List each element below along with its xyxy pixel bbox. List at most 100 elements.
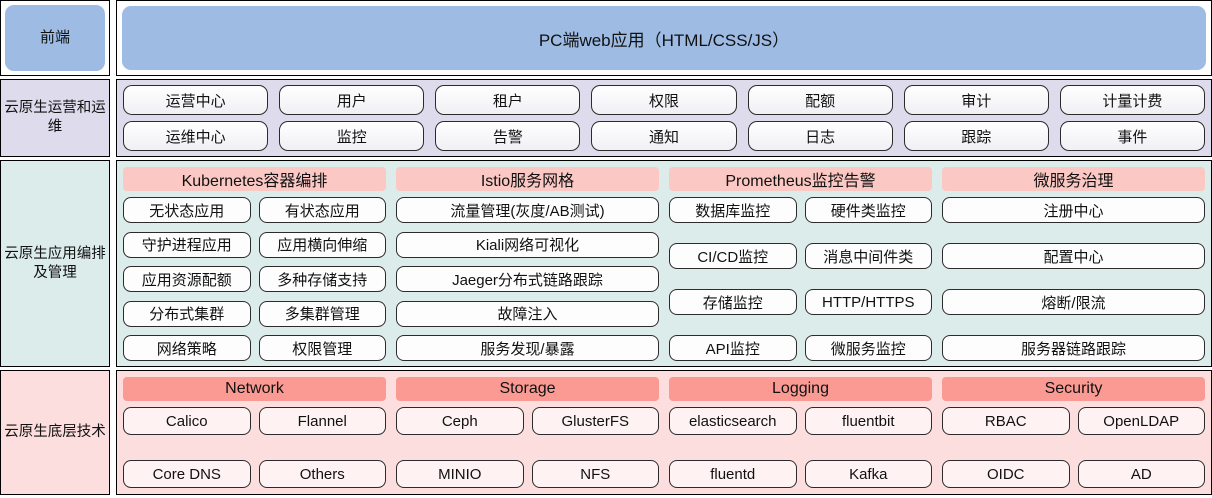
column-body-security: RBAC OpenLDAP OIDC AD — [942, 407, 1205, 488]
capability-item[interactable]: 应用资源配额 — [123, 266, 251, 292]
tech-item[interactable]: fluentbit — [804, 407, 932, 435]
tech-item[interactable]: elasticsearch — [669, 407, 797, 435]
capability-item[interactable]: 硬件类监控 — [804, 197, 932, 223]
ops-item[interactable]: 告警 — [435, 121, 581, 151]
capability-item[interactable]: 服务发现/暴露 — [396, 335, 659, 361]
column-body-kubernetes: 无状态应用 有状态应用 守护进程应用 应用横向伸缩 应用资源配额 多种存储支持 … — [123, 197, 386, 361]
column-logging: Logging elasticsearch fluentbit fluentd … — [669, 377, 932, 488]
column-body-microservice-governance: 注册中心 配置中心 熔断/限流 服务器链路跟踪 — [942, 197, 1205, 361]
layer-ops: 云原生运营和运维 运营中心 用户 租户 权限 配额 审计 计量计费 运维中心 监… — [0, 79, 1212, 157]
column-kubernetes: Kubernetes容器编排 无状态应用 有状态应用 守护进程应用 应用横向伸缩… — [123, 167, 386, 361]
ops-item[interactable]: 审计 — [903, 85, 1049, 115]
capability-item[interactable]: 网络策略 — [123, 335, 251, 361]
capability-item[interactable]: 守护进程应用 — [123, 231, 251, 258]
ops-item[interactable]: 日志 — [747, 121, 893, 151]
ops-item[interactable]: 运维中心 — [123, 121, 269, 151]
capability-item[interactable]: 多种存储支持 — [258, 266, 386, 292]
ops-item[interactable]: 监控 — [279, 121, 425, 151]
cell-row: 守护进程应用 应用横向伸缩 — [123, 231, 386, 258]
ops-item[interactable]: 运营中心 — [123, 85, 269, 115]
layer-orchestration: 云原生应用编排及管理 Kubernetes容器编排 无状态应用 有状态应用 守护… — [0, 160, 1212, 367]
capability-item[interactable]: HTTP/HTTPS — [804, 289, 932, 315]
cell-row: 配置中心 — [942, 243, 1205, 269]
column-header-kubernetes: Kubernetes容器编排 — [123, 167, 386, 191]
capability-item[interactable]: 消息中间件类 — [804, 243, 932, 269]
tech-item[interactable]: GlusterFS — [531, 407, 659, 435]
capability-item[interactable]: 权限管理 — [258, 335, 386, 361]
capability-item[interactable]: 分布式集群 — [123, 300, 251, 327]
capability-item[interactable]: 注册中心 — [942, 197, 1205, 223]
cell-row: elasticsearch fluentbit — [669, 407, 932, 435]
cell-row: 故障注入 — [396, 300, 659, 327]
tech-item[interactable]: Core DNS — [123, 460, 251, 488]
tech-item[interactable]: Kafka — [804, 460, 932, 488]
column-header-security: Security — [942, 377, 1205, 401]
cell-row: 存储监控 HTTP/HTTPS — [669, 289, 932, 315]
capability-item[interactable]: Kiali网络可视化 — [396, 231, 659, 258]
capability-item[interactable]: 多集群管理 — [258, 300, 386, 327]
capability-item[interactable]: 微服务监控 — [804, 335, 932, 361]
tech-item[interactable]: OpenLDAP — [1077, 407, 1205, 435]
capability-item[interactable]: 存储监控 — [669, 289, 797, 315]
ops-item[interactable]: 计量计费 — [1059, 85, 1205, 115]
column-body-logging: elasticsearch fluentbit fluentd Kafka — [669, 407, 932, 488]
capability-item[interactable]: API监控 — [669, 335, 797, 361]
cell-row: 熔断/限流 — [942, 289, 1205, 315]
layer-label-orchestration: 云原生应用编排及管理 — [0, 160, 110, 367]
cell-row: API监控 微服务监控 — [669, 335, 932, 361]
layer-label-infrastructure: 云原生底层技术 — [0, 370, 110, 495]
capability-item[interactable]: Jaeger分布式链路跟踪 — [396, 266, 659, 292]
layer-frontend: 前端 PC端web应用（HTML/CSS/JS） — [0, 0, 1212, 76]
column-security: Security RBAC OpenLDAP OIDC AD — [942, 377, 1205, 488]
tech-item[interactable]: Others — [258, 460, 386, 488]
cell-row: Kiali网络可视化 — [396, 231, 659, 258]
capability-item[interactable]: 应用横向伸缩 — [258, 231, 386, 258]
layer-label-ops: 云原生运营和运维 — [0, 79, 110, 157]
tech-item[interactable]: AD — [1077, 460, 1205, 488]
cell-row: 注册中心 — [942, 197, 1205, 223]
tech-item[interactable]: Calico — [123, 407, 251, 435]
capability-item[interactable]: 无状态应用 — [123, 197, 251, 223]
cell-row: 服务发现/暴露 — [396, 335, 659, 361]
tech-item[interactable]: MINIO — [396, 460, 524, 488]
capability-item[interactable]: 服务器链路跟踪 — [942, 335, 1205, 361]
column-header-network: Network — [123, 377, 386, 401]
cell-row: fluentd Kafka — [669, 460, 932, 488]
cell-row: Jaeger分布式链路跟踪 — [396, 266, 659, 292]
ops-item[interactable]: 事件 — [1059, 121, 1205, 151]
ops-item[interactable]: 权限 — [591, 85, 737, 115]
cell-row: Calico Flannel — [123, 407, 386, 435]
ops-item[interactable]: 跟踪 — [903, 121, 1049, 151]
tech-item[interactable]: RBAC — [942, 407, 1070, 435]
ops-item[interactable]: 配额 — [747, 85, 893, 115]
cell-row: 流量管理(灰度/AB测试) — [396, 197, 659, 223]
column-body-storage: Ceph GlusterFS MINIO NFS — [396, 407, 659, 488]
column-header-istio: Istio服务网格 — [396, 167, 659, 191]
column-body-prometheus: 数据库监控 硬件类监控 CI/CD监控 消息中间件类 存储监控 HTTP/HTT… — [669, 197, 932, 361]
ops-row-1: 运营中心 用户 租户 权限 配额 审计 计量计费 — [123, 85, 1205, 115]
frontend-panel: PC端web应用（HTML/CSS/JS） — [116, 0, 1212, 76]
frontend-app-box: PC端web应用（HTML/CSS/JS） — [122, 6, 1206, 70]
ops-item[interactable]: 用户 — [279, 85, 425, 115]
layer-infrastructure: 云原生底层技术 Network Calico Flannel Core DNS … — [0, 370, 1212, 495]
ops-item[interactable]: 租户 — [435, 85, 581, 115]
capability-item[interactable]: 故障注入 — [396, 300, 659, 327]
tech-item[interactable]: OIDC — [942, 460, 1070, 488]
capability-item[interactable]: 熔断/限流 — [942, 289, 1205, 315]
capability-item[interactable]: CI/CD监控 — [669, 243, 797, 269]
ops-panel: 运营中心 用户 租户 权限 配额 审计 计量计费 运维中心 监控 告警 通知 日… — [116, 79, 1212, 157]
capability-item[interactable]: 配置中心 — [942, 243, 1205, 269]
tech-item[interactable]: Flannel — [258, 407, 386, 435]
cell-row: 应用资源配额 多种存储支持 — [123, 266, 386, 292]
capability-item[interactable]: 数据库监控 — [669, 197, 797, 223]
ops-row-2: 运维中心 监控 告警 通知 日志 跟踪 事件 — [123, 121, 1205, 151]
ops-item[interactable]: 通知 — [591, 121, 737, 151]
column-body-istio: 流量管理(灰度/AB测试) Kiali网络可视化 Jaeger分布式链路跟踪 故… — [396, 197, 659, 361]
capability-item[interactable]: 流量管理(灰度/AB测试) — [396, 197, 659, 223]
layer-label-frontend: 前端 — [0, 0, 110, 76]
capability-item[interactable]: 有状态应用 — [258, 197, 386, 223]
tech-item[interactable]: fluentd — [669, 460, 797, 488]
tech-item[interactable]: Ceph — [396, 407, 524, 435]
tech-item[interactable]: NFS — [531, 460, 659, 488]
